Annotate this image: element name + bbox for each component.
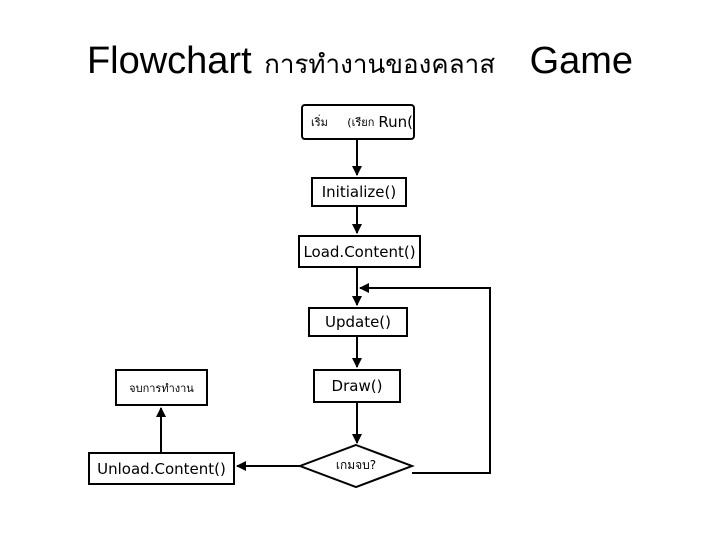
- load-content-node: Load.Content(): [298, 235, 421, 268]
- page-title: Flowchart การทำงานของคลาส Game: [0, 40, 720, 85]
- update-node: Update(): [308, 307, 408, 337]
- unload-content-node: Unload.Content(): [88, 452, 235, 485]
- title-game: Game: [529, 40, 634, 82]
- start-node: เริ่ม (เรียก Run(: [301, 104, 415, 140]
- decision-label: เกมจบ?: [335, 457, 377, 472]
- unload-content-label: Unload.Content(): [97, 459, 226, 478]
- end-node: จบการทำงาน: [115, 369, 208, 406]
- initialize-label: Initialize(): [321, 183, 397, 201]
- decision-diamond: [297, 443, 415, 489]
- initialize-node: Initialize(): [311, 177, 407, 207]
- end-label: จบการทำงาน: [129, 381, 194, 395]
- arrow-loop-back: [359, 283, 491, 474]
- start-call-label: (เรียก: [347, 116, 375, 129]
- update-label: Update(): [324, 313, 392, 331]
- draw-node: Draw(): [313, 369, 401, 403]
- title-thai: การทำงานของคลาส: [264, 49, 496, 79]
- draw-label: Draw(): [331, 377, 383, 395]
- start-run-label: Run(: [378, 113, 413, 131]
- title-flowchart: Flowchart: [86, 40, 252, 82]
- load-content-label: Load.Content(): [303, 242, 416, 261]
- start-label: เริ่ม: [311, 116, 328, 129]
